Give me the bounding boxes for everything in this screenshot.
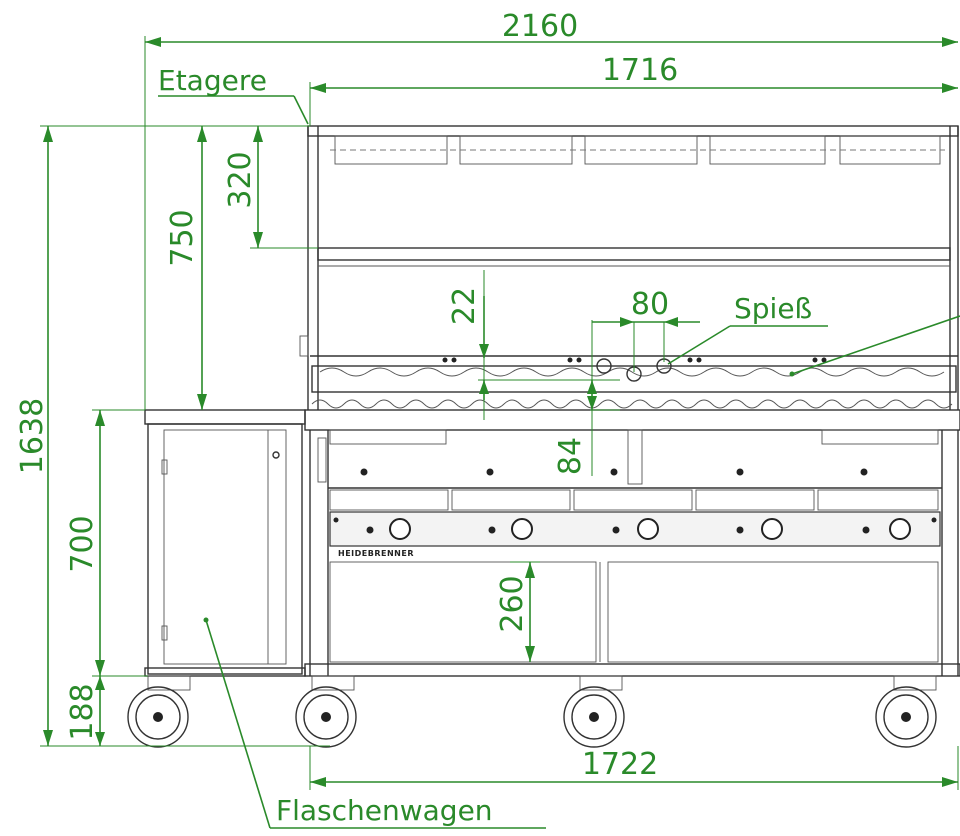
dim-etagere-height: 750 <box>165 209 200 266</box>
flaschenwagen-cart <box>144 409 306 677</box>
label-spiess: Spieß <box>734 292 812 325</box>
etagere-frame <box>299 125 959 410</box>
brand-label: HEIDEBRENNER <box>338 549 414 558</box>
main-cabinet: HEIDEBRENNER <box>304 409 960 677</box>
dim-cabinet-height: 700 <box>65 515 100 572</box>
castor-wheels <box>127 675 937 748</box>
castor-wheel <box>875 675 937 748</box>
label-flaschenwagen: Flaschenwagen <box>276 794 493 827</box>
dim-spit-offset: 22 <box>447 287 482 325</box>
label-etagere: Etagere <box>158 64 267 97</box>
castor-wheel <box>127 675 191 748</box>
dim-total-height: 1638 <box>15 398 50 474</box>
dim-overall-width: 2160 <box>502 9 578 44</box>
castor-wheel <box>563 675 625 748</box>
dim-wheel-height: 188 <box>65 683 100 740</box>
castor-wheel <box>295 675 357 748</box>
dim-lower-shelf-height: 260 <box>495 575 530 632</box>
dim-spit-spacing: 80 <box>631 287 669 322</box>
dim-frame-width: 1716 <box>602 53 678 88</box>
dim-grill-depth: 84 <box>553 437 588 475</box>
dim-base-width: 1722 <box>582 747 658 782</box>
machine-drawing: HEIDEBRENNER <box>127 125 960 748</box>
dim-shelf-gap: 320 <box>223 151 258 208</box>
dimension-lines: 2160 1716 1722 1638 750 320 22 <box>15 9 959 790</box>
callouts: Etagere Spieß Flaschenwagen <box>158 64 960 829</box>
